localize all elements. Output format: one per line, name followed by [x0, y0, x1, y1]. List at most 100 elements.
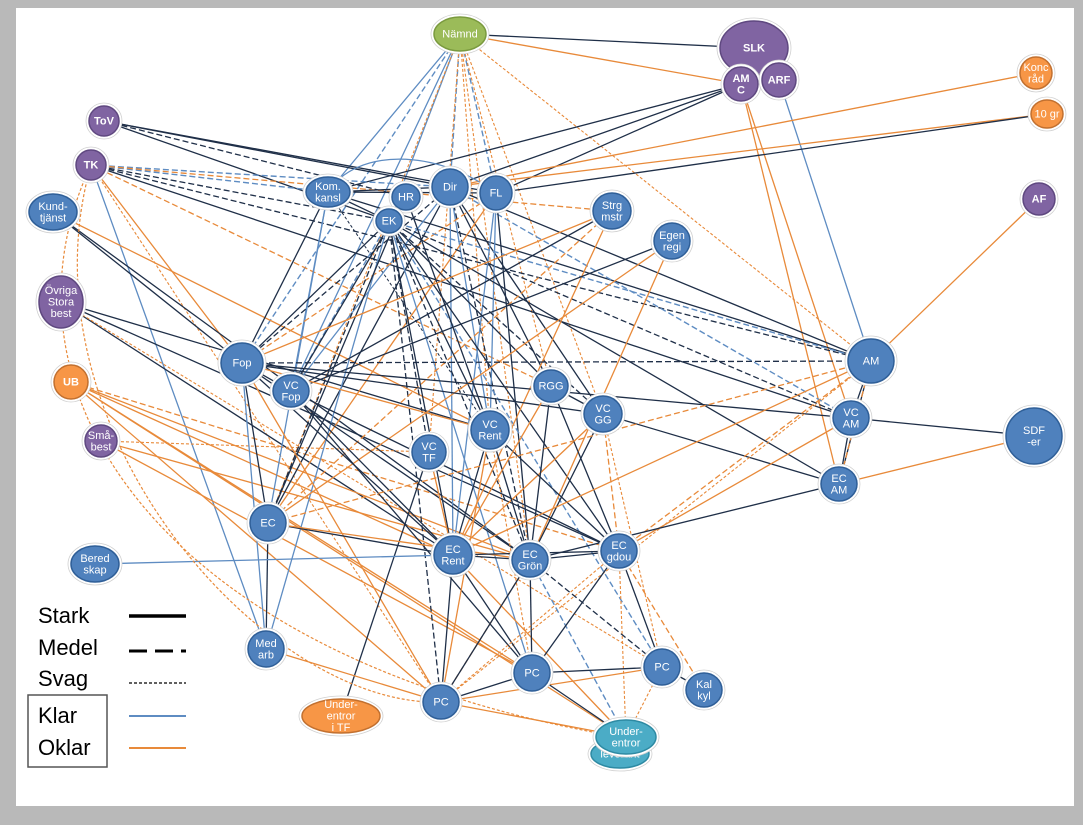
edge-strg-vcfop	[290, 210, 613, 392]
node-shape	[643, 648, 681, 686]
edge-ecgron-pc3	[529, 559, 663, 668]
edge-ek-ecam	[388, 220, 840, 485]
edge-dir-vcrent	[449, 186, 491, 431]
edge-ec-ecrent	[267, 522, 454, 556]
node-label-fop-0: Fop	[233, 358, 252, 370]
node-label-ecam-0: EC	[831, 473, 846, 485]
edge-ovriga-ecrent	[60, 301, 454, 556]
edge-vcrent-pc2	[489, 429, 533, 674]
node-label-ec-0: EC	[260, 518, 275, 530]
edge-fop-ec	[241, 362, 269, 524]
edge-ub-ecgdou	[70, 381, 620, 552]
node-label-ek-0: EK	[382, 216, 397, 228]
node-shape	[595, 719, 657, 755]
edge-ek-pc2	[388, 220, 533, 674]
node-label-am-0: AM	[863, 356, 880, 368]
node-label-sdf-0: SDF	[1023, 425, 1045, 437]
edge-fl-fop	[241, 192, 497, 364]
edge-ek-fop	[241, 220, 390, 364]
legend-label-svag: Svag	[38, 666, 88, 691]
edge-tk-fop	[90, 164, 243, 364]
edge-fl-ecrent	[452, 192, 497, 556]
edge-vcrent-ecgdou	[489, 429, 620, 552]
edge-vcgg-ecrent	[452, 413, 604, 556]
edge-dir-vcfop	[290, 186, 451, 392]
edge-vctf-undertf	[340, 451, 430, 717]
edge-dir-fop	[241, 186, 451, 364]
node-shape	[1005, 407, 1063, 465]
node-label-kund-1: tjänst	[40, 212, 66, 224]
node-shape	[431, 168, 469, 206]
edge-ek-ecgron	[388, 220, 531, 561]
edge-tk-rgg	[90, 164, 552, 387]
edge-namnd-fop	[241, 33, 461, 364]
node-shape	[305, 176, 351, 208]
edge-vcam-ecgdou	[618, 417, 852, 552]
edge-strg-fop	[241, 210, 613, 364]
node-label-fl-0: FL	[490, 188, 503, 200]
node-label-vcfop-1: Fop	[282, 391, 301, 403]
edge-ub-pc1	[70, 381, 442, 703]
legend-klar-oklar-box	[27, 694, 108, 768]
edge-ek-pc3	[388, 220, 663, 668]
node-label-koncrad-1: råd	[1028, 73, 1044, 85]
node-hr: HR	[388, 180, 424, 214]
node-tiogr: 10 gr	[1027, 96, 1067, 132]
node-label-vcrent-0: VC	[482, 419, 497, 431]
node-label-ecgron-1: Grön	[518, 560, 542, 572]
node-label-undertf-1: entror	[327, 711, 356, 723]
node-tk: TK	[72, 146, 110, 184]
edge-vcgg-ecgron	[529, 413, 604, 561]
edge-namnd-amc	[459, 33, 742, 85]
node-label-undertf-2: i TF	[332, 722, 351, 734]
node-label-tov-0: ToV	[94, 116, 115, 128]
node-shape	[761, 62, 797, 98]
node-shape	[592, 192, 632, 230]
edge-amc-dir	[449, 83, 742, 188]
node-shape	[847, 338, 895, 384]
node-amc: AMC	[720, 63, 762, 105]
node-label-egen-0: Egen	[659, 230, 685, 242]
node-label-pc3-0: PC	[654, 662, 669, 674]
node-label-ovriga-2: best	[51, 308, 72, 320]
edge-ek-vcgg	[388, 220, 604, 415]
node-label-amc-0: AM	[732, 73, 749, 85]
edge-ek-ec	[267, 220, 390, 524]
edge-tk-ek	[90, 164, 390, 222]
node-pc3: PC	[640, 645, 684, 689]
edge-bered-ecrent	[94, 554, 454, 565]
edge-am-ecrent	[452, 360, 872, 556]
edge-fop-am	[241, 360, 872, 364]
node-kund: Kund-tjänst	[25, 190, 81, 234]
edge-namnd-slk	[459, 33, 755, 49]
edge-ek-vcam	[388, 220, 852, 419]
node-label-sdf-1: -er	[1027, 436, 1041, 448]
edge-arf-am	[778, 79, 872, 362]
edge-namnd-vctf	[428, 33, 461, 453]
edge-dir-vcgg	[449, 186, 604, 415]
node-label-vcgg-0: VC	[595, 403, 610, 415]
edge-tk-vcam	[90, 164, 852, 419]
node-shape	[470, 410, 510, 450]
edge-tk-am	[90, 164, 872, 362]
edge-hr-ec	[267, 196, 407, 524]
edge-ub-ecrent	[70, 381, 454, 556]
edge-tk-pc1	[90, 164, 442, 703]
edge-dir-am	[449, 186, 872, 362]
node-label-ecrent-1: Rent	[441, 555, 464, 567]
edge-amc-vcam	[740, 83, 852, 419]
edge-amc-ecam	[740, 83, 840, 485]
node-label-komkansl-1: kansl	[315, 192, 341, 204]
node-shape	[653, 222, 691, 260]
node-komkansl: Kom.kansl	[302, 173, 354, 211]
node-smabest: Små-best	[81, 421, 121, 461]
edge-tiogr-fl	[495, 113, 1048, 194]
